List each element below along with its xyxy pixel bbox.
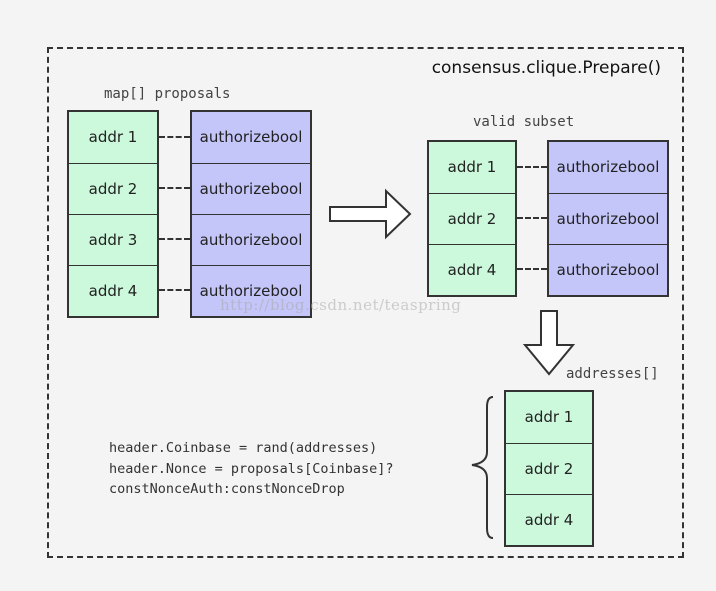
address-item-1: addr 1 — [506, 392, 592, 443]
watermark: http://blog.csdn.net/teaspring — [220, 296, 462, 314]
right-arrow — [329, 188, 412, 240]
address-item-2: addr 2 — [506, 443, 592, 494]
proposal-key-4: addr 4 — [69, 265, 157, 316]
addresses-list: addr 1 addr 2 addr 4 — [504, 390, 594, 547]
addresses-label: addresses[] — [566, 366, 659, 382]
proposal-link-2 — [159, 187, 190, 189]
subset-link-3 — [517, 268, 547, 270]
valid-subset-label: valid subset — [473, 114, 575, 130]
proposal-link-1 — [159, 136, 190, 138]
code-block: header.Coinbase = rand(addresses) header… — [109, 438, 393, 500]
code-line-1: header.Coinbase = rand(addresses) — [109, 440, 378, 456]
proposal-link-3 — [159, 238, 190, 240]
subset-key-1: addr 1 — [429, 142, 515, 193]
code-line-3: constNonceAuth:constNonceDrop — [109, 481, 345, 497]
proposals-label: map[] proposals — [104, 86, 231, 102]
proposal-key-1: addr 1 — [69, 112, 157, 163]
diagram-title: consensus.clique.Prepare() — [431, 58, 661, 78]
prepare-frame — [47, 47, 684, 558]
address-item-3: addr 4 — [506, 494, 592, 545]
proposal-link-4 — [159, 289, 190, 291]
proposals-keys: addr 1 addr 2 addr 3 addr 4 — [67, 110, 159, 318]
subset-link-2 — [517, 217, 547, 219]
code-line-2: header.Nonce = proposals[Coinbase]? — [109, 460, 394, 477]
left-brace — [471, 396, 494, 539]
subset-link-1 — [517, 166, 547, 168]
subset-key-3: addr 4 — [429, 244, 515, 295]
proposal-key-3: addr 3 — [69, 214, 157, 265]
subset-key-2: addr 2 — [429, 193, 515, 244]
proposal-key-2: addr 2 — [69, 163, 157, 214]
down-arrow — [522, 310, 576, 376]
valid-subset-keys: addr 1 addr 2 addr 4 — [427, 140, 517, 297]
